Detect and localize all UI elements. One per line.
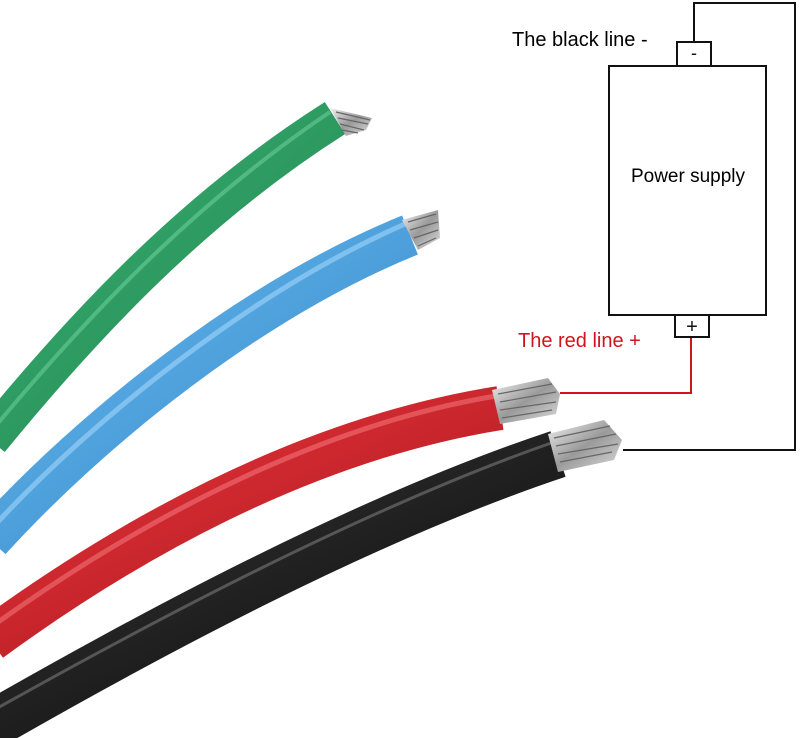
blue-wire-strands bbox=[402, 210, 440, 250]
plus-symbol: + bbox=[686, 316, 698, 338]
red-wire-strands bbox=[492, 378, 560, 424]
green-wire-strands bbox=[330, 108, 372, 136]
power-supply-label: Power supply bbox=[630, 166, 746, 187]
black-connection-line bbox=[623, 2, 796, 451]
minus-symbol: - bbox=[691, 43, 697, 63]
blue-wire bbox=[0, 210, 440, 555]
black-wire bbox=[0, 420, 622, 738]
connection-lines bbox=[560, 2, 796, 451]
power-supply: - + bbox=[608, 41, 767, 338]
green-wire bbox=[0, 101, 372, 453]
positive-terminal bbox=[674, 314, 710, 338]
black-line-label: The black line - bbox=[512, 29, 648, 51]
power-supply-body bbox=[608, 65, 767, 316]
red-line-label: The red line + bbox=[518, 330, 641, 352]
red-connection-line bbox=[560, 336, 692, 394]
red-wire bbox=[0, 378, 560, 658]
negative-terminal bbox=[676, 41, 712, 67]
black-wire-strands bbox=[548, 420, 622, 472]
